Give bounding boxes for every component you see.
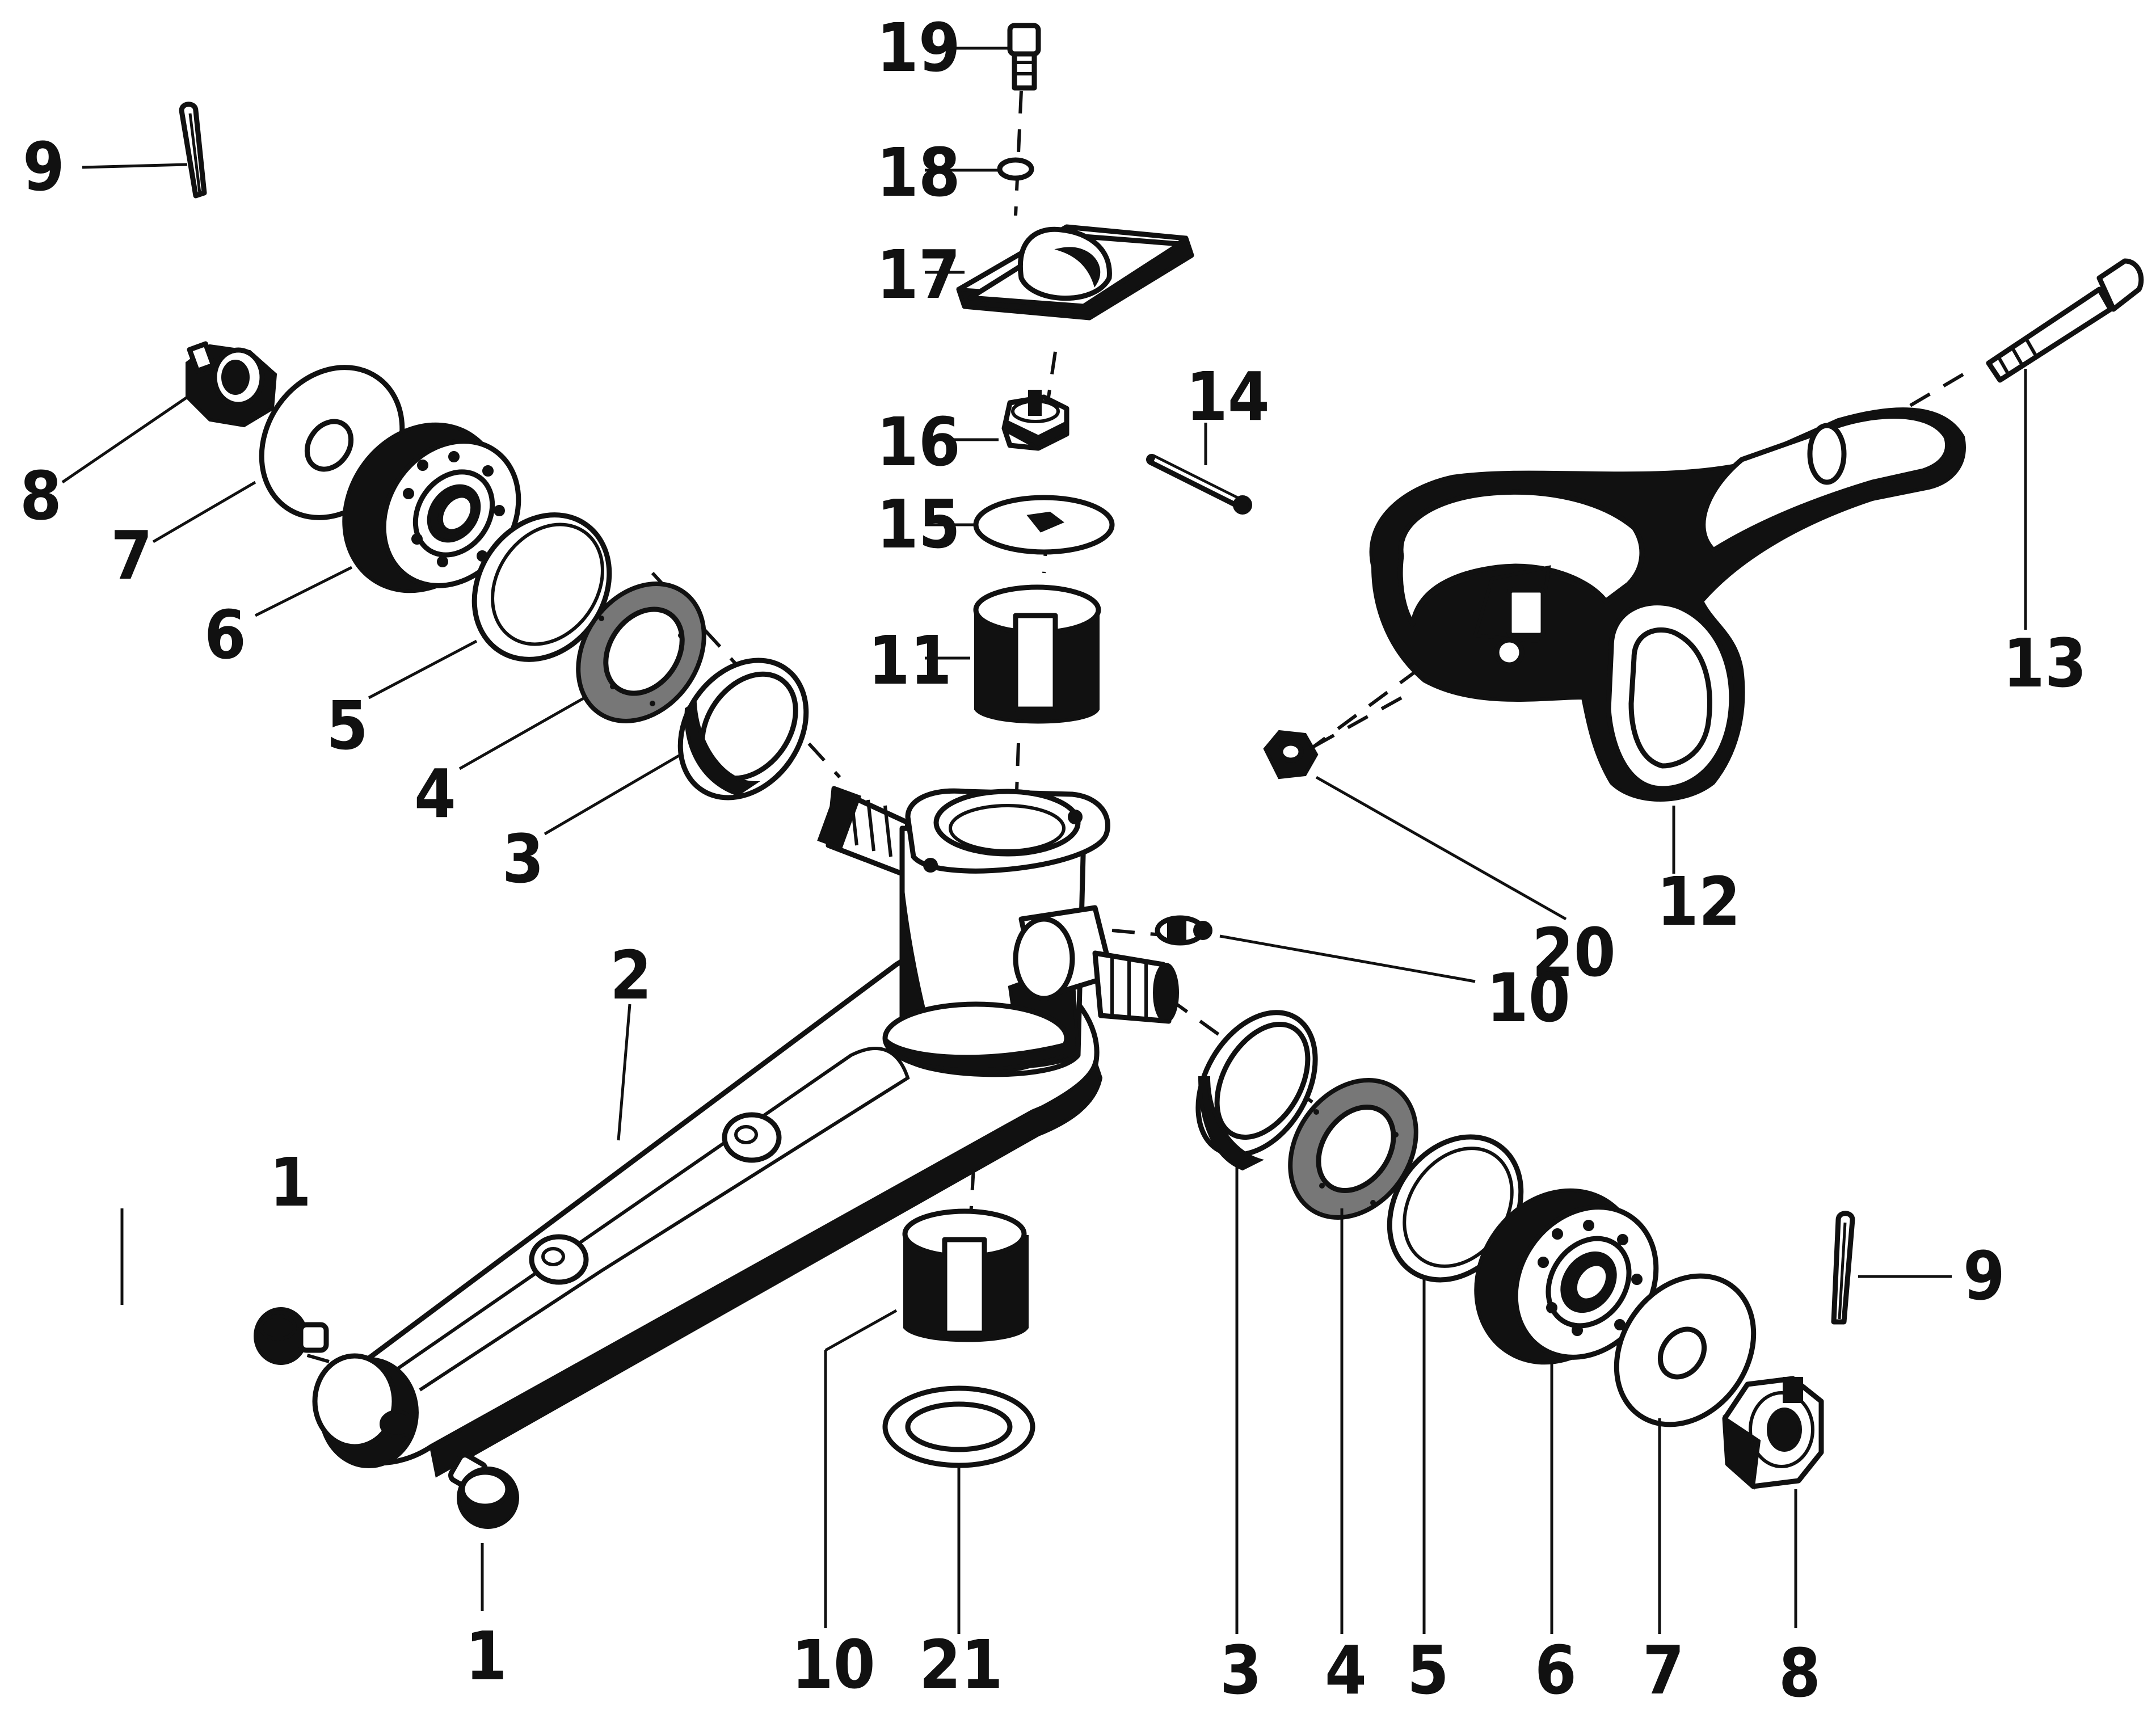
long-bolt (1986, 258, 2144, 383)
label-15: 19 (877, 9, 961, 87)
grease-nipple (1155, 915, 1212, 946)
cotter-pin-top (179, 102, 207, 199)
label-6-left: 6 (204, 596, 246, 674)
race-right (1195, 1010, 1318, 1171)
thrust-washer (882, 1385, 1035, 1468)
label-10-top: 11 (868, 621, 952, 700)
washer-top (973, 495, 1115, 555)
label-7-right: 7 (1643, 1631, 1685, 1709)
label-19: 20 (1532, 913, 1616, 992)
cotter-pin-16 (1146, 454, 1252, 515)
label-11: 15 (877, 485, 961, 563)
castle-nut-left (186, 341, 277, 428)
label-18: 12 (1657, 862, 1741, 941)
race-left (677, 658, 809, 800)
label-3-right: 3 (1220, 1631, 1262, 1709)
label-1-bottom: 1 (465, 1617, 507, 1695)
small-nut (1263, 730, 1319, 780)
label-14: 18 (877, 133, 961, 212)
label-7-left: 7 (111, 516, 153, 595)
label-5-left: 5 (326, 686, 368, 765)
bolt-bottom (448, 1452, 519, 1529)
castle-nut-top (1001, 390, 1069, 451)
label-21: 21 (919, 1625, 1003, 1704)
knuckle-housing (817, 786, 1179, 1077)
label-4-left: 4 (414, 755, 456, 833)
bolt-top (254, 1307, 329, 1365)
bushing-bottom (902, 1208, 1029, 1342)
label-10-bottom: 10 (791, 1625, 875, 1704)
label-4-right: 4 (1325, 1631, 1367, 1709)
label-6-right: 6 (1535, 1631, 1577, 1709)
label-16: 14 (1186, 357, 1270, 436)
label-8-right: 8 (1779, 1634, 1821, 1712)
leader-lines (61, 47, 2027, 1634)
bushing-top (973, 584, 1101, 724)
top-cover-plate (956, 224, 1194, 321)
label-13: 17 (877, 235, 961, 314)
rocker-arm (1369, 407, 1966, 802)
ball-bearing-right (1474, 1188, 1659, 1365)
label-12: 16 (877, 403, 961, 481)
castle-nut-right (1722, 1376, 1824, 1490)
label-9-right: 9 (1963, 1237, 2005, 1315)
label-17: 13 (2003, 624, 2087, 702)
label-3-left: 3 (502, 820, 544, 898)
label-9-top: 9 (23, 128, 65, 206)
small-washer (997, 157, 1034, 181)
label-20: 10 (1487, 959, 1570, 1037)
top-bolt (1007, 23, 1041, 91)
label-8-left: 8 (20, 457, 62, 535)
ball-bearing-left (342, 422, 521, 593)
label-1-top: 1 (270, 1143, 311, 1221)
part-number-labels: 9 8 7 6 5 4 3 2 1 1 10 21 3 4 5 6 7 8 9 … (20, 9, 2087, 1712)
swing-arm (312, 949, 1103, 1478)
washer-right (1614, 1273, 1757, 1427)
felt-seal-left (576, 582, 706, 723)
label-5-right: 5 (1407, 1631, 1449, 1709)
label-2: 2 (610, 936, 652, 1014)
cotter-pin-bottom (1831, 1211, 1855, 1325)
